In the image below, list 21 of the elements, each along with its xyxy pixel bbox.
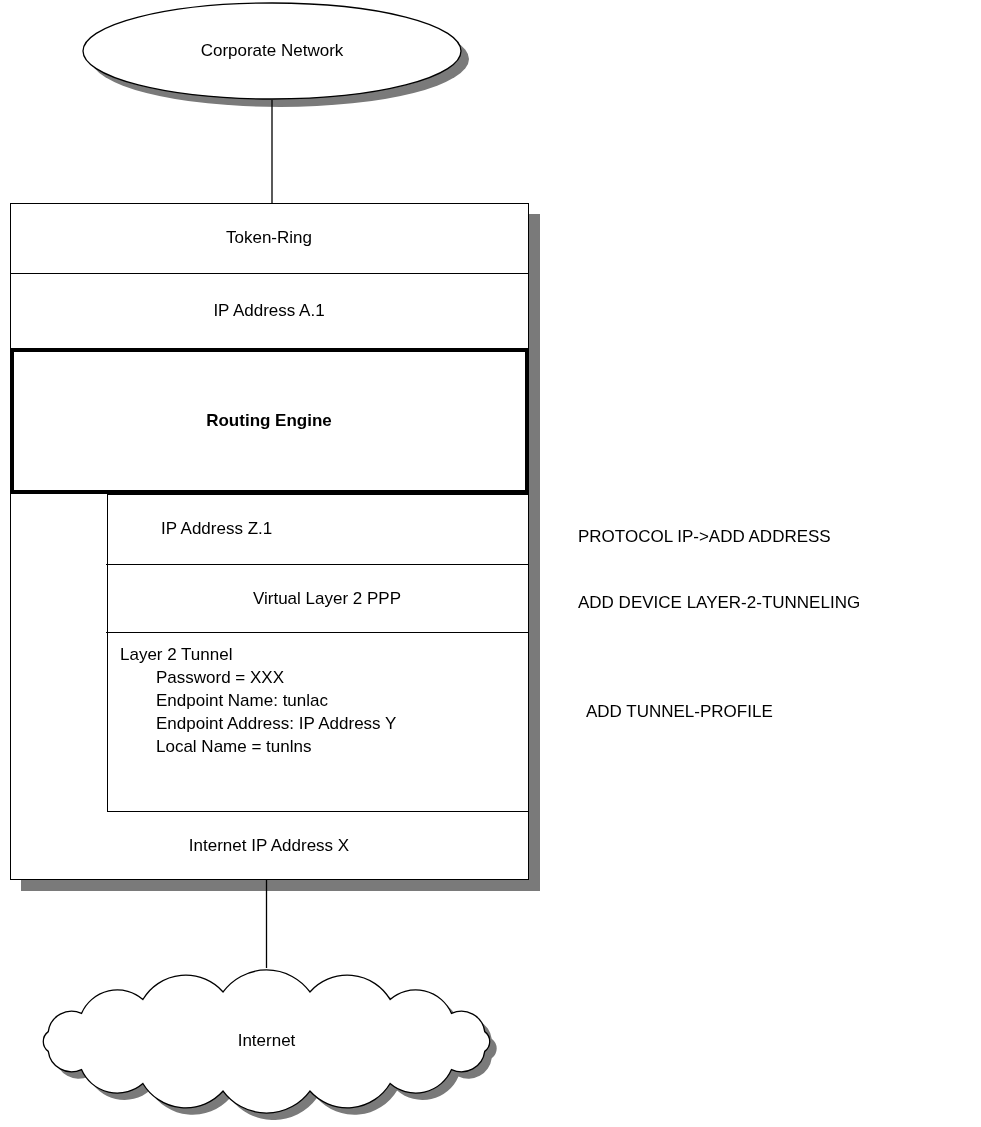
routing-box [9,347,529,494]
tunnel-setting: Password = XXX [156,668,285,688]
network-label: Internet [237,1030,296,1051]
command-label: ADD TUNNEL-PROFILE [586,702,773,722]
tunnel-heading: Layer 2 Tunnel [120,645,233,665]
layer-label: Internet IP Address X [188,835,350,856]
tunnel-setting: Endpoint Name: tunlac [156,691,328,711]
tunnel-setting: Endpoint Address: IP Address Y [156,714,397,734]
layer-label: Routing Engine [206,410,332,431]
command-label: PROTOCOL IP->ADD ADDRESS [578,527,831,547]
layer-label: Virtual Layer 2 PPP [252,589,401,609]
layer-label: IP Address A.1 [213,300,325,321]
connector-line [265,879,268,969]
device-box [10,203,529,880]
tunnel-setting: Local Name = tunlns [156,737,312,757]
connector-line [271,99,273,204]
layer-label: IP Address Z.1 [161,519,273,539]
network-label: Corporate Network [200,41,344,61]
interface-box [106,493,529,812]
layer-label: Token-Ring [226,228,312,248]
command-label: ADD DEVICE LAYER-2-TUNNELING [578,593,861,613]
